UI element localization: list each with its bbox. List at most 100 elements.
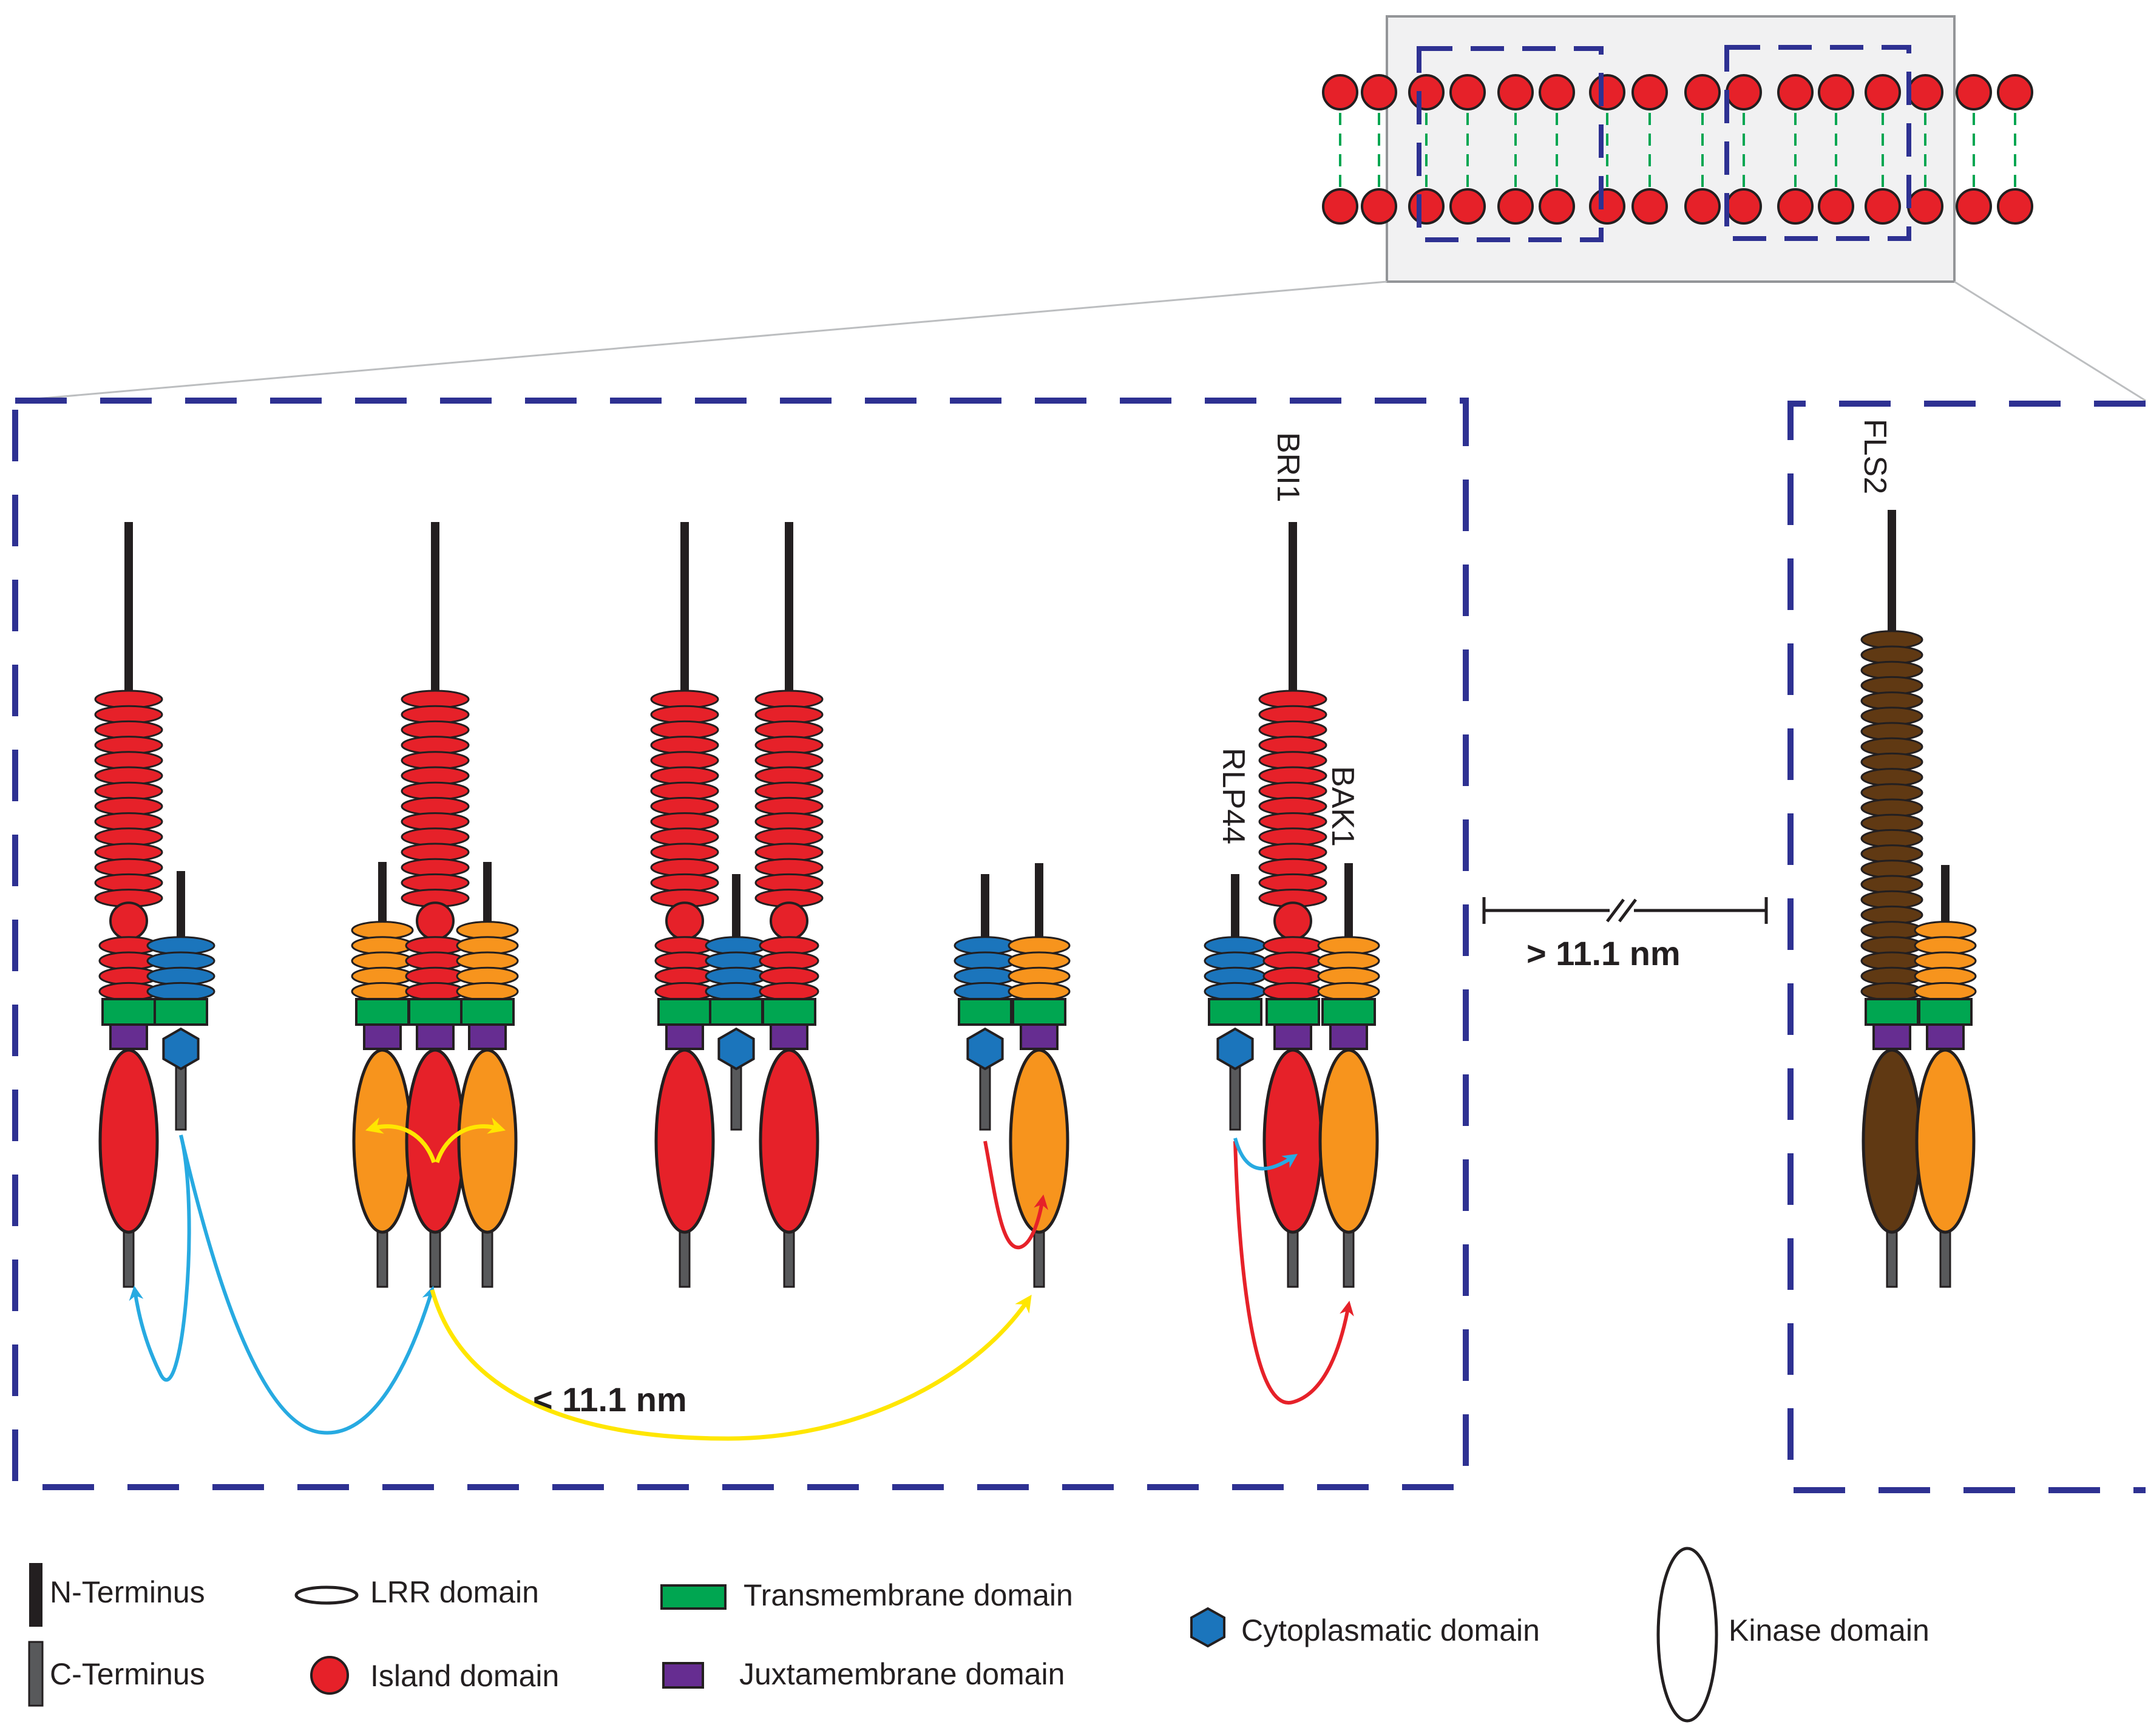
lipid-head-bottom [1449,188,1486,225]
receptor-orange-4 [1008,863,1071,1288]
lipid-head-top [1449,74,1486,110]
c-terminus [1939,1225,1951,1288]
lipid-head-bottom [1997,188,2033,225]
lrr-repeat [146,982,215,1001]
n-terminus [1035,863,1043,941]
legend-n-terminus-swatch [29,1563,42,1627]
kinase-domain [1318,1048,1379,1234]
label-bak1: BAK1 [1325,766,1360,847]
membrane-inset [1322,15,2033,283]
n-terminus [124,522,133,695]
lipid-head-bottom [1865,188,1901,225]
lrr-repeat [1008,982,1071,1001]
lipid-head-bottom [1907,188,1943,225]
transmembrane-domain [460,998,515,1026]
lrr-repeat [1317,982,1380,1001]
lrr-repeat [405,982,466,1001]
juxtamembrane-domain [109,1023,148,1050]
kinase-domain [98,1048,159,1234]
c-terminus [481,1225,493,1288]
transmembrane-domain [408,998,462,1026]
island-domain [416,901,455,941]
legend-island-swatch [310,1656,349,1695]
kinase-domain [759,1048,819,1234]
kinase-domain [457,1048,518,1234]
lipid-head-bottom [1589,188,1625,225]
lipid-head-bottom [1818,188,1854,225]
legend: N-Terminus C-Terminus LRR domain Island … [28,1547,1929,1723]
island-domain [770,901,808,941]
lipid-head-bottom [1777,188,1814,225]
lrr-repeat [1262,982,1323,1001]
transmembrane-domain [154,998,208,1026]
lipid-head-bottom [1361,188,1397,225]
c-terminus [376,1225,388,1288]
n-terminus [483,862,492,926]
island-domain [109,901,148,941]
juxtamembrane-domain [1926,1023,1965,1050]
legend-lrr: LRR domain [370,1575,539,1609]
label-rlp44: RLP44 [1216,748,1251,844]
lipid-head-top [1684,74,1721,110]
interaction-arrows [129,1117,1354,1441]
lipid-bilayer [1322,74,2033,225]
lipid-head-top [1726,74,1762,110]
receptor-red-2 [401,522,470,1288]
zoom-line-right [1954,280,2146,402]
lipid-head-bottom [1956,188,1992,225]
receptor-group [94,510,1977,1288]
lrr-repeat [1914,982,1977,1001]
lrr-repeat [1204,982,1267,1001]
juxtamembrane-domain [468,1023,507,1050]
transmembrane-domain [1918,998,1973,1026]
legend-cytoplasmatic-swatch [1190,1607,1225,1648]
kinase-domain [654,1048,715,1234]
cytoplasmatic-domain [162,1027,200,1071]
cytoplasmatic-domain [966,1027,1004,1071]
legend-transmembrane-swatch [660,1584,727,1610]
n-terminus [1941,865,1950,926]
c-terminus [1287,1225,1299,1288]
receptor-blue-4 [954,874,1017,1131]
n-terminus [1888,510,1896,636]
lipid-head-bottom [1539,188,1575,225]
lipid-head-top [1865,74,1901,110]
lrr-repeat [456,982,519,1001]
cluster-box-right [1724,45,1911,241]
lipid-head-top [1818,74,1854,110]
lipid-head-top [1322,74,1358,110]
receptor-fls2 [1860,510,1923,1288]
lipid-head-bottom [1497,188,1534,225]
juxtamembrane-domain [1872,1023,1911,1050]
lipid-head-top [1777,74,1814,110]
receptor-red-3b [754,522,824,1288]
arrow-yellow-left [365,1117,436,1164]
transmembrane-domain [1265,998,1320,1026]
lipid-head-top [1997,74,2033,110]
island-domain [1273,901,1312,941]
juxtamembrane-domain [1273,1023,1312,1050]
lrr-repeat [759,982,819,1001]
transmembrane-domain [762,998,816,1026]
transmembrane-domain [709,998,764,1026]
transmembrane-domain [1865,998,1919,1026]
label-fls2: FLS2 [1857,419,1892,494]
island-domain [665,901,704,941]
kinase-domain [352,1048,413,1234]
c-terminus [679,1225,691,1288]
legend-kinase: Kinase domain [1729,1613,1929,1647]
cluster-panel-far [1787,401,2146,1493]
lipid-head-top [1631,74,1668,110]
legend-cytoplasmatic: Cytoplasmatic domain [1241,1613,1540,1647]
juxtamembrane-domain [665,1023,704,1050]
c-terminus [123,1225,135,1288]
juxtamembrane-domain [770,1023,808,1050]
n-terminus [1289,522,1297,695]
arrow-yellow-long [430,1289,1032,1441]
n-terminus [732,874,740,941]
arrow-yellow-right [435,1117,506,1164]
transmembrane-domain [1012,998,1066,1026]
n-terminus [1344,863,1353,941]
distance-near-label: < 11.1 nm [533,1380,687,1419]
kinase-domain [1262,1048,1323,1234]
